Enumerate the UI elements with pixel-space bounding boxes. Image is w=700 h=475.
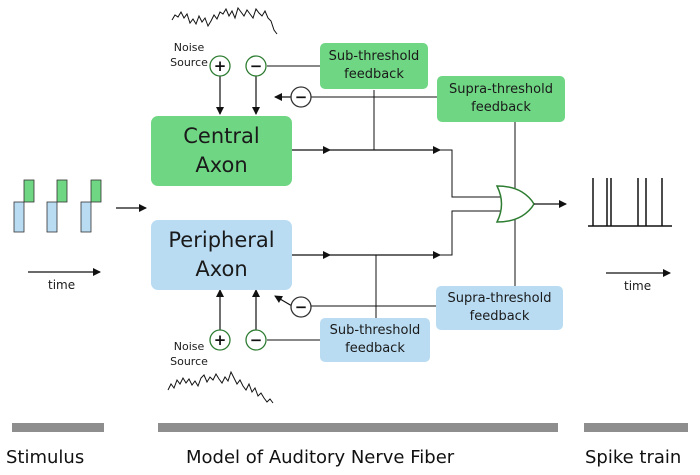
- spike-train-section-bar: [584, 423, 688, 432]
- feedback-label-line2: feedback: [344, 67, 404, 82]
- central-axon-label-line2: Axon: [195, 153, 248, 177]
- noise-source-label-top: Noise Source: [166, 40, 212, 70]
- model-section-bar: [158, 423, 558, 432]
- spike-train-section-label: Spike train: [585, 447, 682, 468]
- feedback-label-line1: Supra-threshold: [447, 291, 552, 306]
- peripheral-axon-block: Peripheral Axon: [151, 220, 292, 290]
- minus-operator-top-feedback: −: [290, 86, 312, 108]
- minus-operator-bottom-noise: −: [245, 329, 267, 351]
- feedback-label-line2: feedback: [469, 309, 530, 324]
- spike-train: [588, 178, 672, 227]
- minus-symbol: −: [250, 57, 263, 75]
- noise-source-label-bottom: Noise Source: [166, 339, 212, 369]
- spike-time-label: time: [624, 279, 652, 293]
- noise-label-line1: Noise: [173, 340, 205, 353]
- central-subthreshold-feedback: Sub-threshold feedback: [320, 43, 428, 89]
- peripheral-axon-label-line2: Axon: [195, 257, 248, 281]
- noise-label-line2: Source: [170, 56, 208, 69]
- or-gate: [495, 185, 535, 223]
- central-axon-block: Central Axon: [151, 116, 292, 186]
- noise-trace-top: [171, 6, 278, 35]
- minus-operator-top-noise: −: [245, 55, 267, 77]
- plus-symbol: +: [214, 331, 227, 349]
- feedback-label-line2: feedback: [345, 341, 405, 356]
- noise-trace-bottom: [167, 370, 274, 404]
- stimulus-section-label: Stimulus: [6, 447, 85, 468]
- central-suprathreshold-feedback: Supra-threshold feedback: [437, 76, 565, 122]
- minus-symbol: −: [250, 331, 263, 349]
- minus-operator-bottom-feedback: −: [290, 296, 312, 318]
- peripheral-axon-label-line1: Peripheral: [168, 228, 275, 252]
- plus-operator-bottom: +: [209, 329, 231, 351]
- peripheral-suprathreshold-feedback: Supra-threshold feedback: [436, 286, 563, 330]
- feedback-label-line1: Sub-threshold: [329, 323, 421, 338]
- feedback-label-line1: Sub-threshold: [328, 49, 420, 64]
- peripheral-subthreshold-feedback: Sub-threshold feedback: [320, 318, 430, 362]
- feedback-label-line1: Supra-threshold: [449, 82, 553, 97]
- stimulus-waveform: [13, 179, 102, 233]
- noise-label-line1: Noise: [173, 41, 205, 54]
- noise-label-line2: Source: [170, 355, 208, 368]
- plus-symbol: +: [214, 57, 227, 75]
- model-section-label: Model of Auditory Nerve Fiber: [186, 447, 455, 468]
- plus-operator-top: +: [209, 55, 231, 77]
- minus-symbol: −: [295, 298, 308, 316]
- feedback-label-line2: feedback: [471, 100, 531, 115]
- central-axon-label-line1: Central: [183, 124, 260, 148]
- stimulus-section-bar: [12, 423, 104, 432]
- minus-symbol: −: [295, 88, 308, 106]
- stimulus-time-label: time: [48, 278, 76, 292]
